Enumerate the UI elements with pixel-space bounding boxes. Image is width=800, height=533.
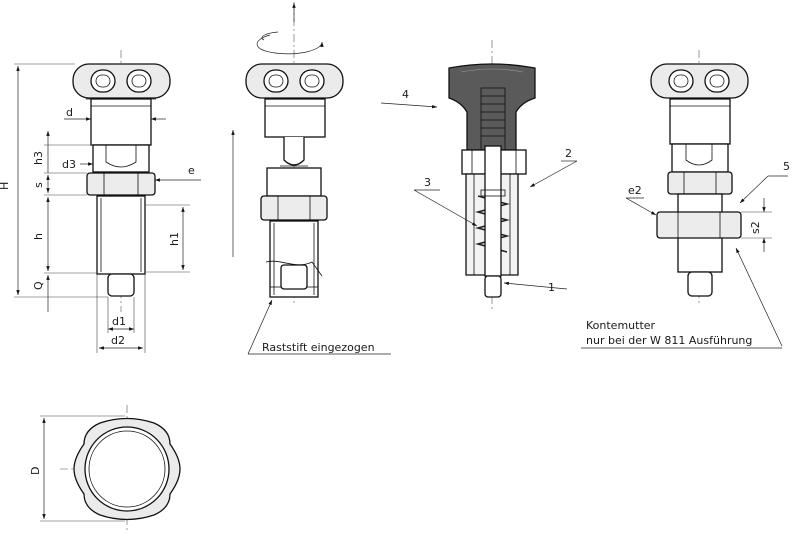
item-4: 4 — [402, 88, 409, 101]
note-kontemutter-w811: nur bei der W 811 Ausführung — [586, 334, 752, 347]
label-D: D — [29, 467, 42, 475]
label-d1: d1 — [112, 315, 126, 328]
view-section: 4 3 2 1 — [380, 40, 578, 310]
item-2: 2 — [565, 147, 572, 160]
lock-nut — [656, 211, 742, 239]
view-pin-retracted: Raststift eingezogen — [231, 2, 391, 355]
item-1: 1 — [548, 281, 555, 294]
label-d3: d3 — [62, 158, 76, 171]
label-d: d — [66, 106, 73, 119]
label-h3: h3 — [32, 151, 45, 165]
view-lock-nut: e2 5 s2 Kontemutter nur bei der W 811 Au… — [581, 50, 790, 349]
label-e2: e2 — [628, 184, 642, 197]
item-5: 5 — [783, 160, 790, 173]
view-top-knob: D — [29, 405, 181, 533]
note-raststift: Raststift eingezogen — [262, 341, 375, 354]
item-3: 3 — [424, 176, 431, 189]
label-H: H — [0, 182, 11, 190]
note-kontemutter: Kontemutter — [586, 319, 656, 332]
label-s: s — [32, 182, 45, 188]
view-dimensioned: H h3 s h Q d d3 e h1 d1 d2 — [0, 50, 201, 353]
label-e: e — [188, 164, 195, 177]
label-h: h — [32, 233, 45, 240]
label-s2: s2 — [749, 221, 762, 234]
label-d2: d2 — [111, 334, 125, 347]
label-Q: Q — [32, 281, 45, 290]
label-h1: h1 — [168, 232, 181, 246]
knob-side-view — [72, 63, 171, 99]
hex-nut — [86, 172, 156, 196]
